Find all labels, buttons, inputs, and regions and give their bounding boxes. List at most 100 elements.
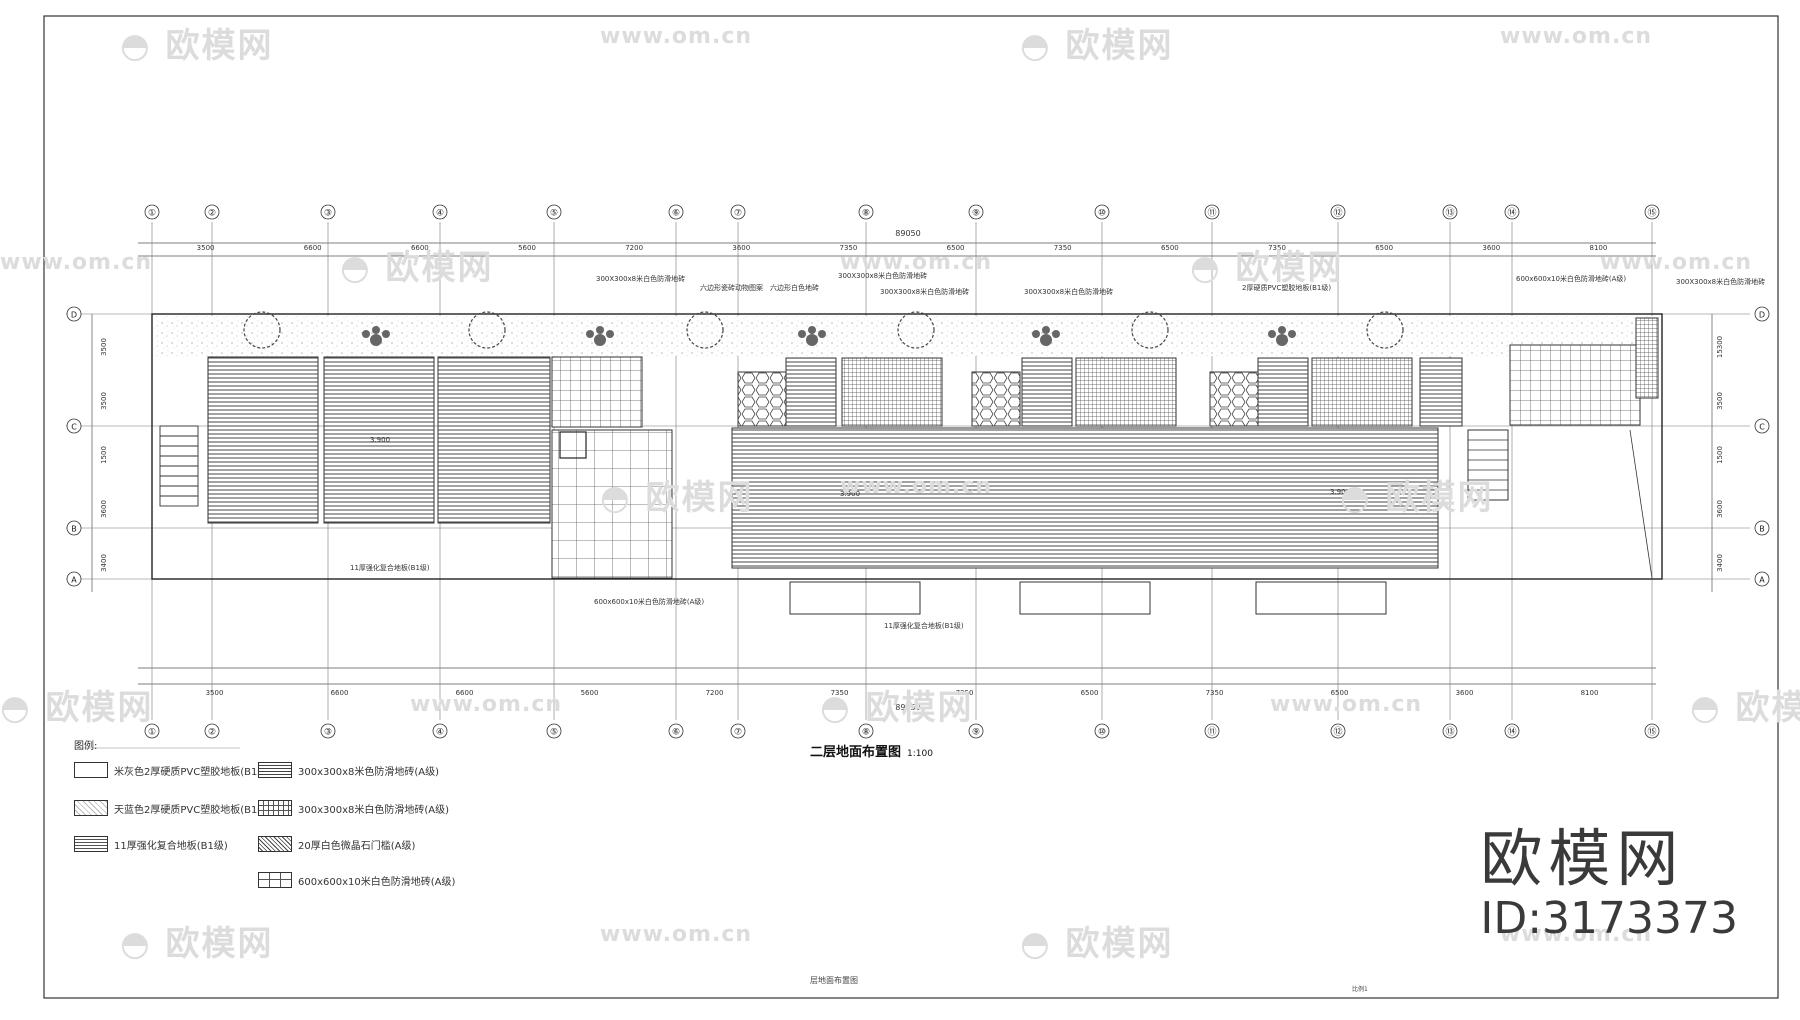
legend-label: 300x300x8米色防滑地砖(A级) (298, 766, 440, 778)
axis-label: ⑮ (1647, 727, 1656, 738)
axis-bubble (432, 723, 448, 739)
legend-swatch (74, 762, 108, 778)
main-hall (731, 427, 1439, 569)
axis-bubble (320, 723, 336, 739)
axis-label: ⑪ (1207, 727, 1216, 738)
dimension-text: 3600 (1482, 244, 1500, 252)
sheet-frame (43, 15, 1779, 999)
brand-id: ID:3173373 (1480, 893, 1738, 944)
annotation-9: 300X300x8米白色防滑地砖 (1676, 277, 1765, 286)
axis-label: B (1759, 525, 1765, 534)
left-classrooms (207, 356, 551, 524)
right-end-rooms (1467, 317, 1659, 579)
legend-item: 300x300x8米色防滑地砖(A级) (258, 762, 439, 778)
axis-bubble (1504, 204, 1520, 220)
annotation-2: 六边形瓷砖动物图案 (700, 283, 763, 292)
axis-label: A (1759, 576, 1765, 585)
dimension-text: 1500 (1716, 446, 1724, 464)
axis-label: ⑨ (972, 209, 980, 219)
axis-bubble (144, 723, 160, 739)
dimension-text: 3400 (100, 554, 108, 572)
dimension-text: 6600 (456, 689, 474, 697)
axis-label: ⑧ (862, 209, 870, 219)
axis-bubble (432, 204, 448, 220)
axis-bubble (1330, 204, 1346, 220)
dimension-text: 3600 (100, 500, 108, 518)
axis-label: ⑩ (1098, 209, 1106, 219)
middle-tile-core (551, 356, 673, 579)
axis-bubble (1204, 204, 1220, 220)
legend-label: 20厚白色微晶石门槛(A级) (298, 840, 416, 852)
legend-swatch (258, 872, 292, 888)
axis-label: ⑫ (1333, 727, 1342, 738)
axis-label: ⑭ (1507, 208, 1516, 219)
legend-swatch (258, 800, 292, 816)
dimension-text: 5600 (581, 689, 599, 697)
planter-decor (243, 311, 1404, 349)
dimension-text: 7200 (706, 689, 724, 697)
dimension-text: 3600 (1456, 689, 1474, 697)
axis-bubble (668, 204, 684, 220)
upper-rooms (737, 357, 1463, 427)
axis-bubble (1442, 204, 1458, 220)
overall-dimension-top: 89050 (895, 229, 920, 238)
axis-bubble (858, 204, 874, 220)
axis-bubble (1504, 723, 1520, 739)
axis-bubble (1442, 723, 1458, 739)
axis-bubble (1754, 418, 1770, 434)
overall-dimension-bottom: 89050 (895, 703, 920, 712)
dimension-text: 6600 (331, 689, 349, 697)
axis-bubble (204, 723, 220, 739)
elevation-mark-1: 3.900 (370, 436, 390, 444)
annotation-1: 300X300x8米白色防滑地砖 (596, 274, 685, 283)
axis-label: ⑦ (734, 728, 742, 738)
brand-block: 欧模网 ID:3173373 (1480, 828, 1738, 947)
axis-bubble (1644, 204, 1660, 220)
footer-mark: 比例1 (1352, 986, 1368, 993)
axis-bubble (1754, 306, 1770, 322)
dimension-text: 5600 (518, 244, 536, 252)
tree-decor (362, 326, 1296, 346)
axis-label: ② (208, 209, 216, 219)
axis-label: B (71, 525, 77, 534)
annotation-7: 2厚硬质PVC塑胶地板(B1级) (1242, 283, 1331, 292)
annotation-6: 300X300x8米白色防滑地砖 (1024, 287, 1113, 296)
axis-bubble (546, 723, 562, 739)
axis-label: C (71, 423, 77, 432)
axis-bubble (730, 723, 746, 739)
axis-label: C (1759, 423, 1765, 432)
axis-bubble (546, 204, 562, 220)
axis-label: ⑦ (734, 209, 742, 219)
dimension-text: 3500 (1716, 392, 1724, 410)
legend-item: 米灰色2厚硬质PVC塑胶地板(B1级) (74, 762, 271, 778)
dimension-text: 7350 (1054, 244, 1072, 252)
elevation-mark-3: 3.900 (1330, 488, 1350, 496)
dimension-text: 3500 (197, 244, 215, 252)
axis-bubble (730, 204, 746, 220)
axis-bubble (66, 571, 82, 587)
legend-heading: 图例: (74, 741, 98, 752)
legend-item: 300x300x8米白色防滑地砖(A级) (258, 800, 449, 816)
legend-swatch (74, 800, 108, 816)
axis-bubble (968, 723, 984, 739)
annotation-10: 11厚强化复合地板(B1级) (350, 563, 430, 572)
axis-bubble (204, 204, 220, 220)
axis-bubble (66, 306, 82, 322)
legend-label: 天蓝色2厚硬质PVC塑胶地板(B1级) (114, 804, 272, 816)
legend-item: 20厚白色微晶石门槛(A级) (258, 836, 415, 852)
legend-item: 11厚强化复合地板(B1级) (74, 836, 228, 852)
dimension-text: 6500 (1331, 689, 1349, 697)
axis-bubble (1754, 571, 1770, 587)
axis-bubble (320, 204, 336, 220)
axis-label: ⑥ (672, 209, 680, 219)
axis-label: ④ (436, 209, 444, 219)
annotation-3: 六边形白色地砖 (770, 283, 819, 292)
axis-label: ③ (324, 728, 332, 738)
dimension-text: 3400 (1716, 554, 1724, 572)
axis-label: D (1759, 311, 1765, 320)
dimension-text: 3600 (732, 244, 750, 252)
dimension-text: 8100 (1590, 244, 1608, 252)
